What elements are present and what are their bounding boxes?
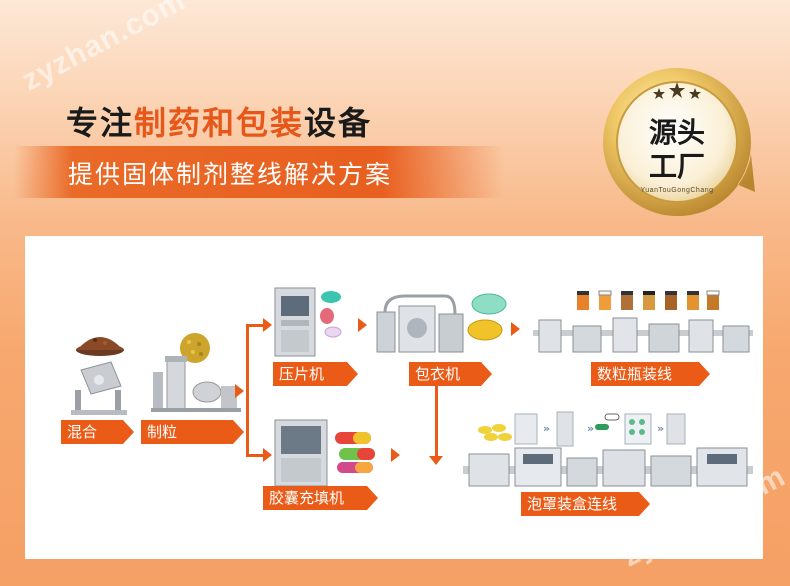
headline-part1: 专注 (66, 104, 135, 142)
connector-branch-upper (246, 324, 266, 327)
arrow-to-capsule (263, 448, 272, 462)
granules-disc (179, 332, 211, 368)
headline-highlight: 制药和包装 (134, 104, 305, 142)
chevron-icon-2: » (587, 422, 595, 435)
label-granulating: 制粒 (141, 420, 244, 444)
arrow-to-blister (429, 456, 443, 465)
badge-ring-text: YuanTouGongChang (641, 187, 714, 194)
label-tablet-press: 压片机 (273, 362, 358, 386)
granulator-machine (151, 352, 241, 416)
arrow-to-tablet (263, 318, 272, 332)
arrow-coating-bottle (511, 322, 520, 336)
tablet-press-machine (273, 286, 317, 362)
process-panel: 混合 制粒 压片机 包衣机 (25, 236, 763, 559)
medicine-bottles (573, 286, 723, 316)
tablets-colored (317, 290, 347, 342)
connector-branch-v (246, 324, 249, 456)
arrow-capsule-blister (391, 448, 400, 462)
capsules-colored (333, 430, 383, 478)
label-mixing: 混合 (61, 420, 134, 444)
factory-badge: 源头 工厂 YuanTouGongChang (597, 62, 757, 222)
label-capsule-filler: 胶囊充填机 (263, 486, 378, 510)
arrow-mixing-granulating (235, 384, 244, 398)
headline-part2: 设备 (304, 104, 373, 142)
label-bottle-line: 数粒瓶装线 (591, 362, 710, 386)
capsule-filling-machine (273, 418, 329, 492)
blister-sequence (477, 410, 687, 452)
blister-packing-line (463, 444, 753, 494)
connector-branch-lower (246, 454, 266, 457)
chevron-icon-1: » (543, 422, 551, 435)
subline-banner (14, 146, 504, 198)
bottle-filling-line (533, 316, 753, 360)
mixer-machine (71, 360, 131, 420)
subline: 提供固体制剂整线解决方案 (68, 160, 393, 189)
badge-line2: 工厂 (649, 150, 705, 183)
coated-tablets (467, 292, 507, 346)
coffee-powder-pile (75, 330, 125, 360)
label-blister-line: 泡罩装盒连线 (521, 492, 650, 516)
connector-coating-blister (435, 386, 438, 458)
coating-machine (375, 292, 467, 358)
badge-line1: 源头 (649, 116, 705, 149)
headline: 专注制药和包装设备 (66, 98, 372, 144)
chevron-icon-3: » (657, 422, 665, 435)
label-coating: 包衣机 (409, 362, 492, 386)
watermark-top: zyzhan.com (16, 0, 192, 98)
arrow-tablet-coating (358, 318, 367, 332)
